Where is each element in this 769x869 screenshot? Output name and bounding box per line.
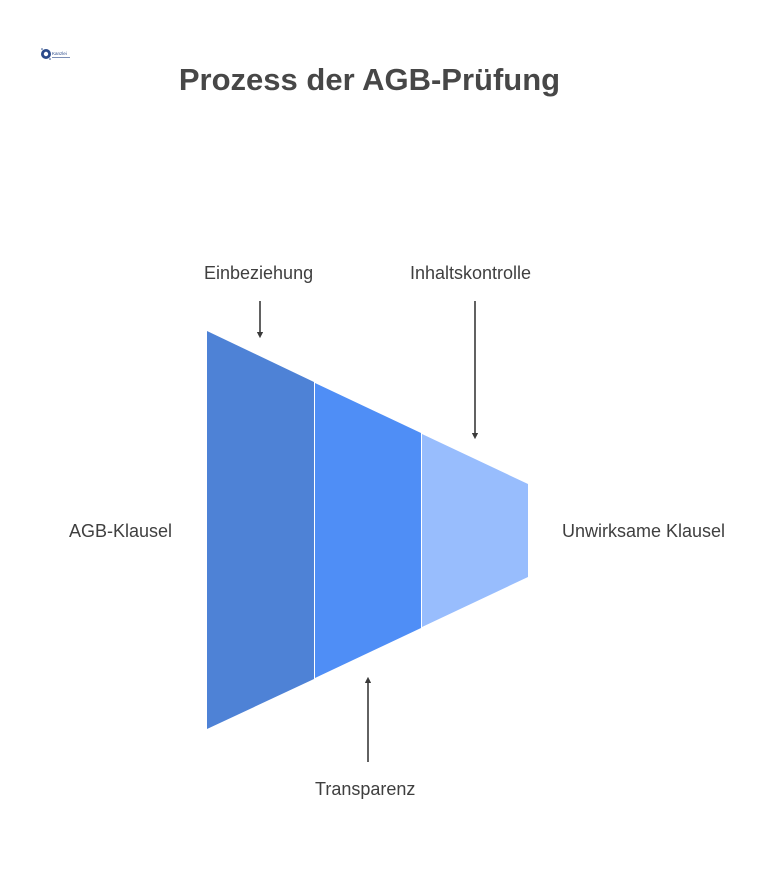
funnel-stage-inhaltskontrolle (422, 434, 528, 627)
brand-logo-icon: Kanzlei (41, 48, 70, 60)
brand-logo: Kanzlei (40, 47, 74, 61)
page-title: Prozess der AGB-Prüfung (178, 62, 561, 97)
output-label: Unwirksame Klausel (562, 521, 726, 541)
stage-label-einbeziehung: Einbeziehung (204, 263, 314, 283)
stage-label-inhaltskontrolle: Inhaltskontrolle (410, 263, 532, 283)
stage-label-transparenz: Transparenz (315, 779, 416, 799)
input-label: AGB-Klausel (69, 521, 173, 541)
funnel-stage-einbeziehung (207, 331, 314, 729)
funnel-stage-transparenz (315, 383, 421, 678)
brand-logo-text: Kanzlei (52, 51, 67, 56)
